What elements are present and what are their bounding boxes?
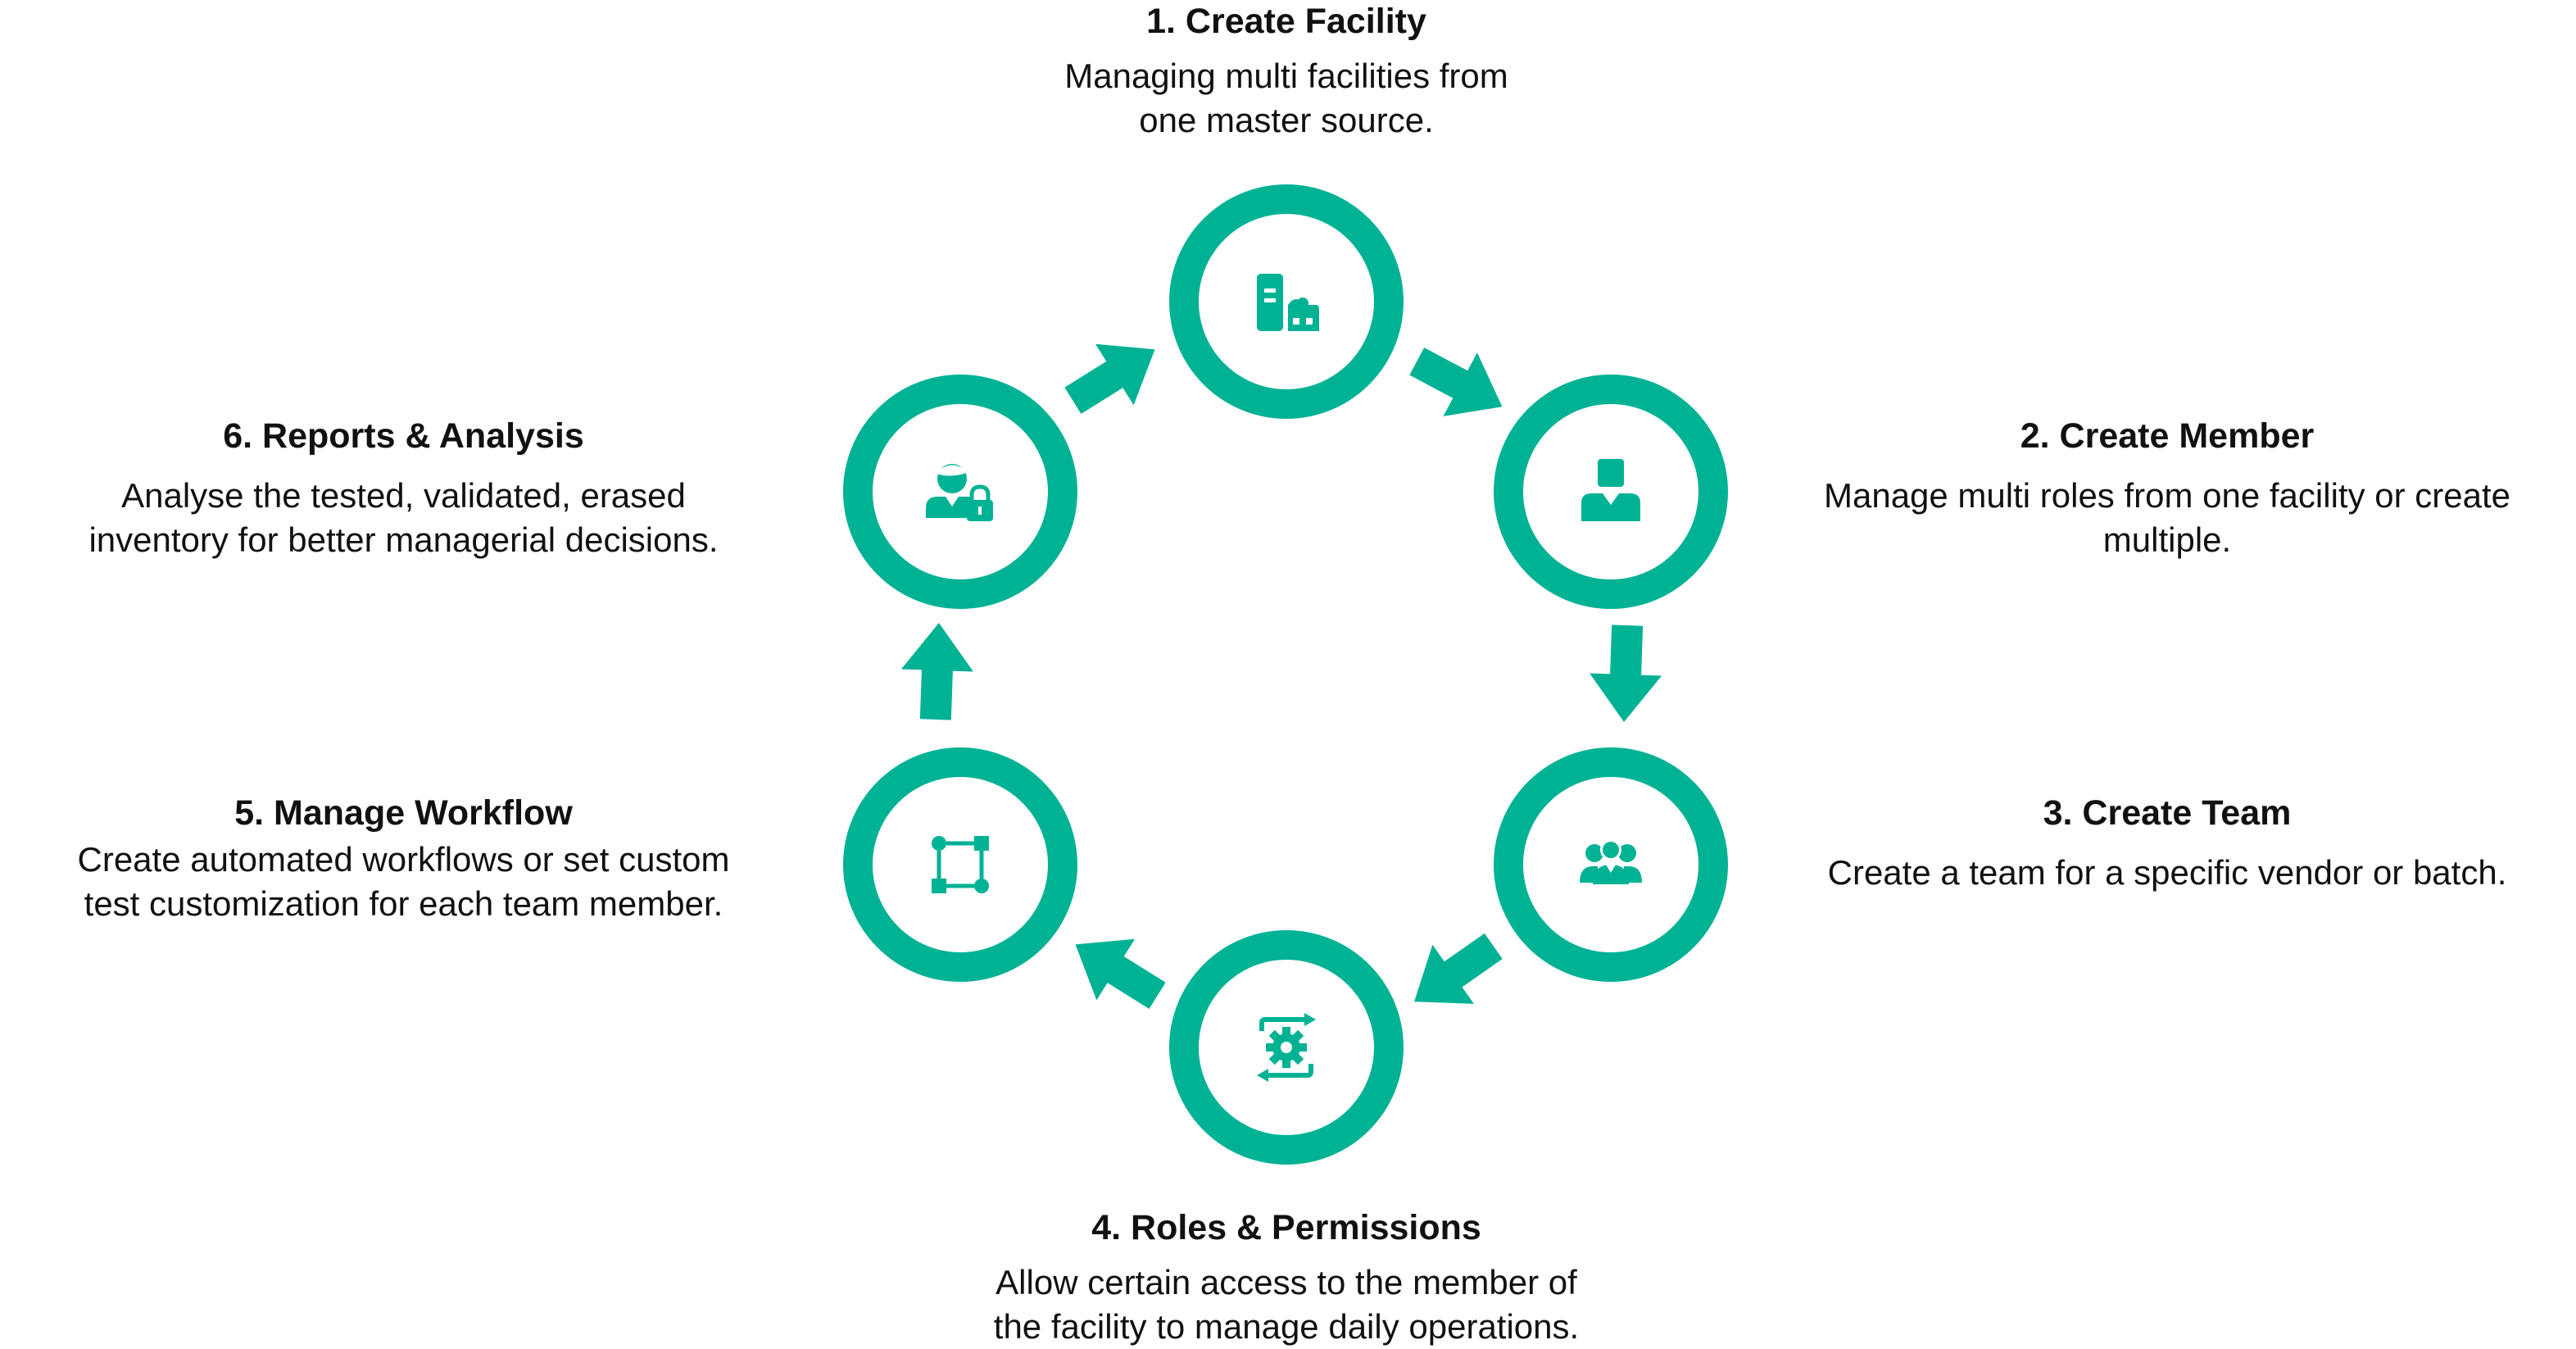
step-description-line: the facility to manage daily operations. bbox=[993, 1307, 1580, 1346]
gear-cycle-icon bbox=[1257, 1013, 1316, 1082]
node-create-facility bbox=[1169, 184, 1404, 419]
user-lock-icon bbox=[926, 464, 993, 521]
arrow-6-to-1 bbox=[1054, 319, 1174, 432]
step-description-line: Managing multi facilities from bbox=[1064, 57, 1508, 95]
user-icon bbox=[1581, 459, 1640, 521]
arrow-3-to-4 bbox=[1393, 916, 1515, 1032]
step-description-line: multiple. bbox=[2102, 520, 2232, 559]
step-manage-workflow: 5. Manage Workflow Create automated work… bbox=[0, 792, 807, 926]
node-create-team bbox=[1494, 747, 1728, 982]
arrow-1-to-2 bbox=[1399, 329, 1520, 439]
node-create-member bbox=[1494, 375, 1728, 609]
step-title: 3. Create Team bbox=[2043, 793, 2292, 833]
step-title: 1. Create Facility bbox=[1146, 2, 1426, 41]
step-description-line: Create a team for a specific vendor or b… bbox=[1827, 853, 2507, 892]
step-roles-permissions: 4. Roles & Permissions Allow certain acc… bbox=[926, 1206, 1647, 1349]
arrow-4-to-5 bbox=[1056, 914, 1177, 1027]
step-description-line: inventory for better managerial decision… bbox=[88, 520, 719, 559]
step-description-line: Create automated workflows or set custom bbox=[77, 840, 730, 879]
node-roles-permissions bbox=[1169, 930, 1404, 1165]
step-title: 4. Roles & Permissions bbox=[1091, 1208, 1481, 1247]
step-description-line: Manage multi roles from one facility or … bbox=[1823, 476, 2510, 515]
workflow-icon bbox=[932, 836, 989, 893]
step-create-facility: 1. Create Facility Managing multi facili… bbox=[959, 0, 1614, 143]
step-description-line: Allow certain access to the member of bbox=[995, 1263, 1577, 1301]
node-reports-analysis bbox=[843, 375, 1077, 609]
step-description-line: test customization for each team member. bbox=[84, 884, 723, 923]
team-icon bbox=[1580, 839, 1642, 884]
step-reports-analysis: 6. Reports & Analysis Analyse the tested… bbox=[0, 415, 807, 562]
arrow-5-to-6 bbox=[899, 621, 975, 721]
arrow-2-to-3 bbox=[1588, 624, 1664, 724]
step-title: 5. Manage Workflow bbox=[234, 793, 573, 833]
step-create-member: 2. Create Member Manage multi roles from… bbox=[1762, 415, 2573, 562]
step-title: 2. Create Member bbox=[2020, 416, 2315, 456]
building-icon bbox=[1257, 274, 1319, 331]
step-description-line: one master source. bbox=[1139, 101, 1434, 139]
step-description-line: Analyse the tested, validated, erased bbox=[121, 476, 686, 515]
node-manage-workflow bbox=[843, 747, 1077, 982]
step-create-team: 3. Create Team Create a team for a speci… bbox=[1762, 792, 2573, 895]
step-title: 6. Reports & Analysis bbox=[223, 416, 584, 456]
